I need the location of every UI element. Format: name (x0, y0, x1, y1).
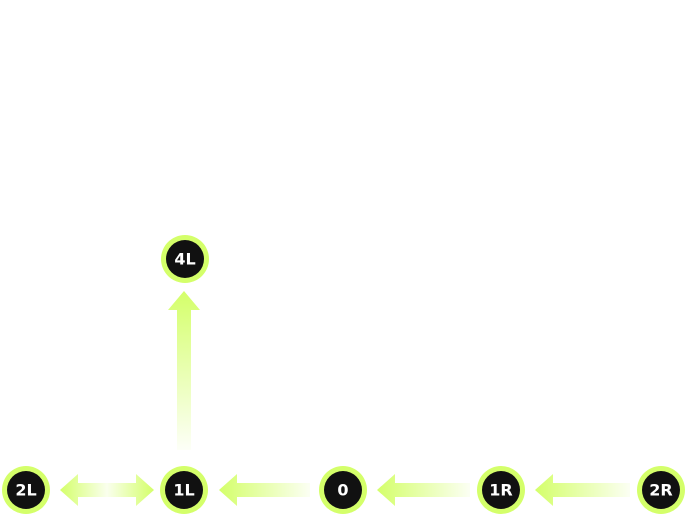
arrow-1l-to-4l (168, 291, 200, 450)
node-4l: 4L (161, 235, 209, 283)
node-label-2l: 2L (15, 481, 36, 500)
node-label-4l: 4L (174, 250, 195, 269)
node-2r: 2R (637, 466, 685, 514)
node-label-0: 0 (337, 481, 348, 500)
node-2l: 2L (2, 466, 50, 514)
arrow-2r-to-1r (535, 474, 630, 506)
node-label-1l: 1L (173, 481, 194, 500)
edges (60, 291, 630, 506)
node-1r: 1R (477, 466, 525, 514)
arrow-1l-2l-bidirectional (60, 474, 154, 506)
node-label-2r: 2R (649, 481, 672, 500)
arrow-1r-to-0 (377, 474, 470, 506)
nodes: 4L 2L 1L 0 1R 2R (2, 235, 685, 514)
node-label-1r: 1R (489, 481, 512, 500)
node-1l: 1L (160, 466, 208, 514)
arrow-0-to-1l (219, 474, 310, 506)
node-0: 0 (319, 466, 367, 514)
